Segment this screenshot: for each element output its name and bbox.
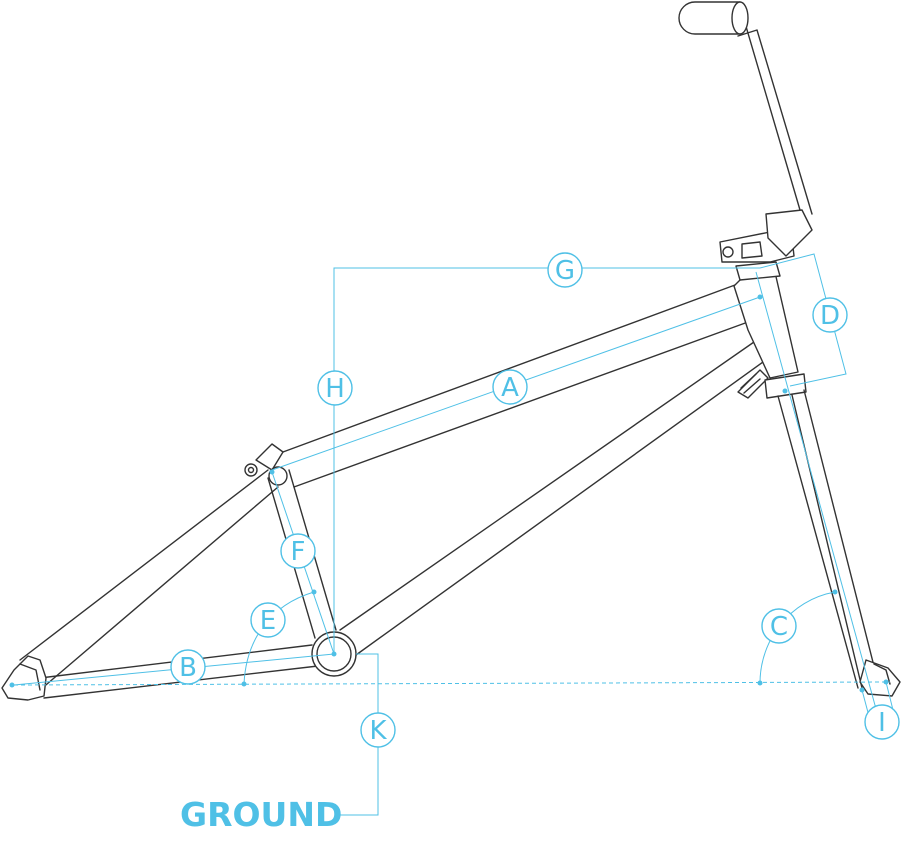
label-h-text: H: [325, 374, 345, 404]
label-a: A: [492, 369, 528, 405]
label-b-text: B: [179, 653, 197, 683]
gusset: [737, 369, 769, 399]
label-g-text: G: [555, 256, 575, 286]
label-i-text: I: [878, 708, 886, 738]
handlebar-grip: [678, 1, 741, 35]
reach-stack-lines: [333, 267, 760, 654]
down-tube: [339, 341, 771, 656]
ground-label: GROUND: [180, 795, 342, 834]
fork-crown: [764, 373, 807, 399]
stem-bolt: [722, 246, 734, 258]
front-dropout: [859, 659, 901, 697]
label-a-text: A: [501, 373, 519, 403]
axle-line: [13, 681, 891, 686]
label-f-text: F: [291, 537, 306, 567]
seat-stay: [19, 469, 279, 691]
label-b: B: [170, 649, 206, 685]
label-c-text: C: [770, 612, 788, 642]
label-e-text: E: [260, 606, 276, 636]
top-tube: [282, 284, 749, 488]
label-e: E: [250, 602, 286, 638]
label-k-text: K: [369, 716, 387, 746]
measurement-dots: [9, 294, 889, 818]
rear-dropout: [1, 655, 47, 701]
steering-axis: [755, 271, 885, 739]
seat-clamp-bolt: [244, 463, 258, 477]
seat-clamp: [255, 443, 284, 471]
label-c: C: [761, 608, 797, 644]
label-d-text: D: [820, 301, 840, 331]
handlebar: [714, 5, 813, 215]
label-f: F: [280, 533, 316, 569]
label-k: K: [360, 712, 396, 748]
bike-frame: [1, 1, 901, 701]
fork-leg: [777, 389, 879, 689]
label-g: G: [547, 252, 583, 288]
headset-cap: [735, 261, 781, 281]
label-h: H: [317, 370, 353, 406]
label-i: I: [864, 704, 900, 740]
label-d: D: [812, 297, 848, 333]
